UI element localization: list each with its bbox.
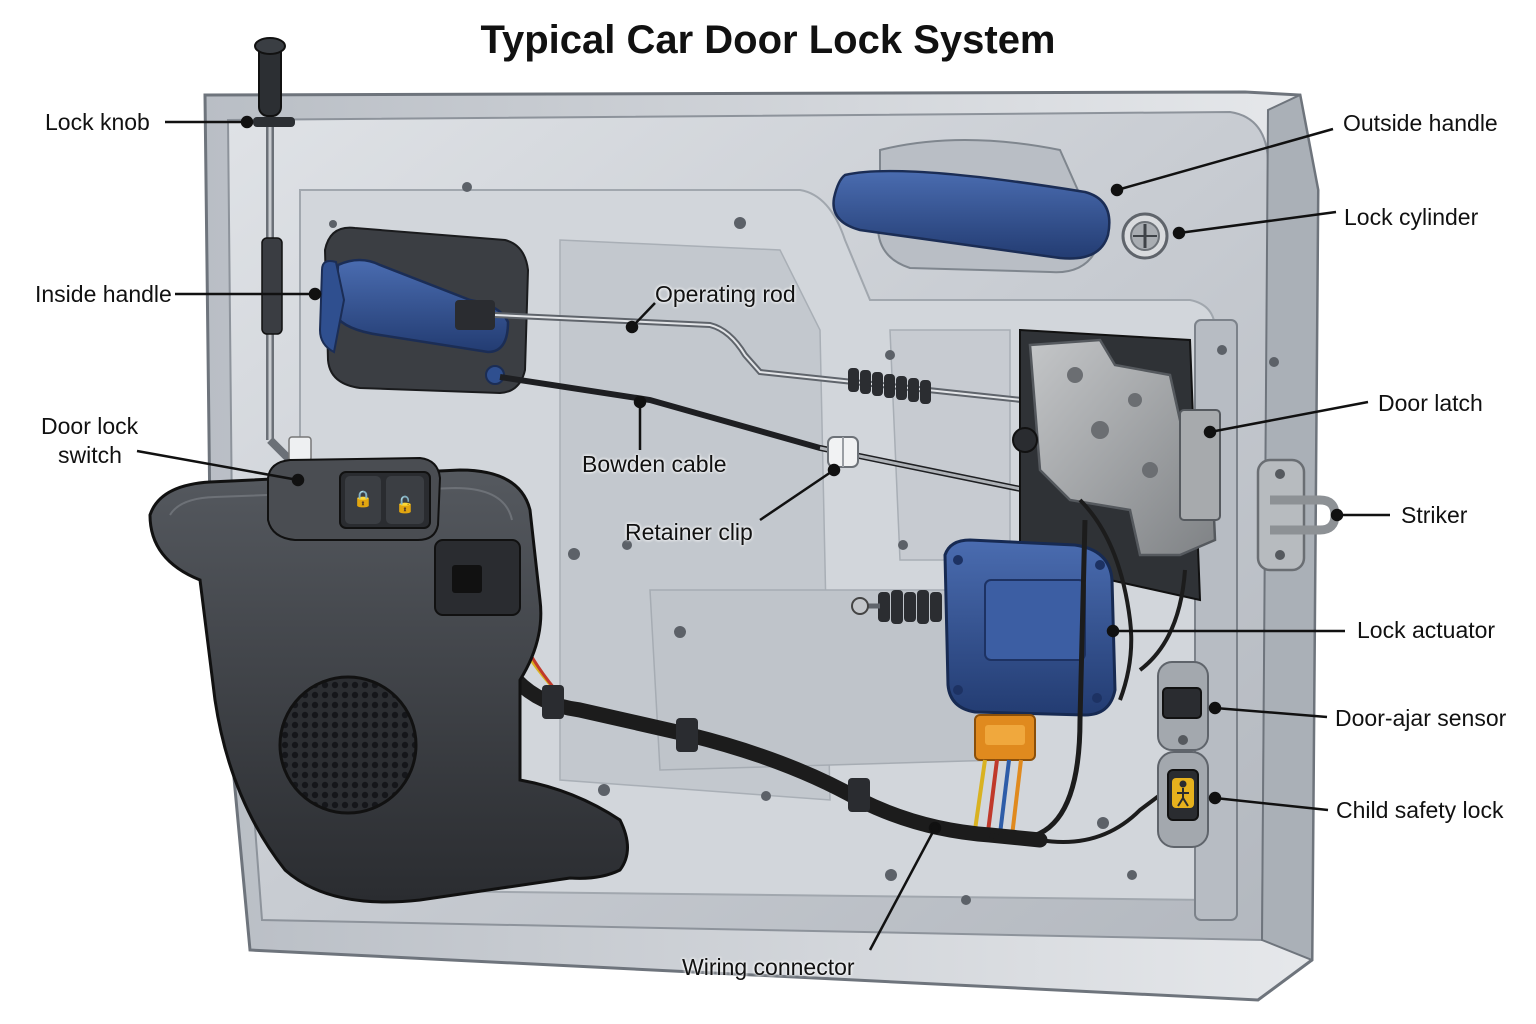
- svg-text:🔒: 🔒: [353, 489, 373, 508]
- outside-handle: [832, 139, 1111, 274]
- leader-lines: [136, 115, 1390, 951]
- diagram-title: Typical Car Door Lock System: [480, 18, 1056, 62]
- label-door-ajar-sensor: Door-ajar sensor: [1335, 705, 1507, 731]
- retainer-clip: [827, 436, 859, 468]
- label-door-lock-switch-line1: Door lock: [41, 413, 139, 439]
- wiring-connector: [973, 714, 1036, 837]
- operating-rod: [494, 312, 1041, 405]
- striker: [1256, 458, 1340, 572]
- label-striker: Striker: [1401, 502, 1468, 528]
- child-safety-lock: [1157, 751, 1209, 848]
- label-lock-knob: Lock knob: [45, 109, 150, 135]
- panel-holes: [329, 182, 1279, 905]
- label-operating-rod: Operating rod: [655, 281, 796, 307]
- inside-handle: [318, 226, 530, 395]
- label-wiring-connector: Wiring connector: [682, 954, 855, 980]
- armrest: [148, 468, 629, 904]
- label-bowden-cable: Bowden cable: [582, 451, 727, 477]
- svg-text:🔓: 🔓: [395, 495, 415, 514]
- lock-cylinder: [1121, 212, 1169, 260]
- label-outside-handle: Outside handle: [1343, 110, 1498, 136]
- lock-actuator: [851, 498, 1187, 717]
- label-door-lock-switch-line2: switch: [58, 442, 122, 468]
- label-lock-actuator: Lock actuator: [1357, 617, 1496, 643]
- label-door-latch: Door latch: [1378, 390, 1483, 416]
- door-lock-switch: 🔒 🔓: [267, 456, 442, 541]
- label-lock-cylinder: Lock cylinder: [1344, 204, 1479, 230]
- label-child-safety-lock: Child safety lock: [1336, 797, 1504, 823]
- door-ajar-sensor: [1157, 661, 1209, 751]
- label-retainer-clip: Retainer clip: [625, 519, 753, 545]
- label-inside-handle: Inside handle: [35, 281, 172, 307]
